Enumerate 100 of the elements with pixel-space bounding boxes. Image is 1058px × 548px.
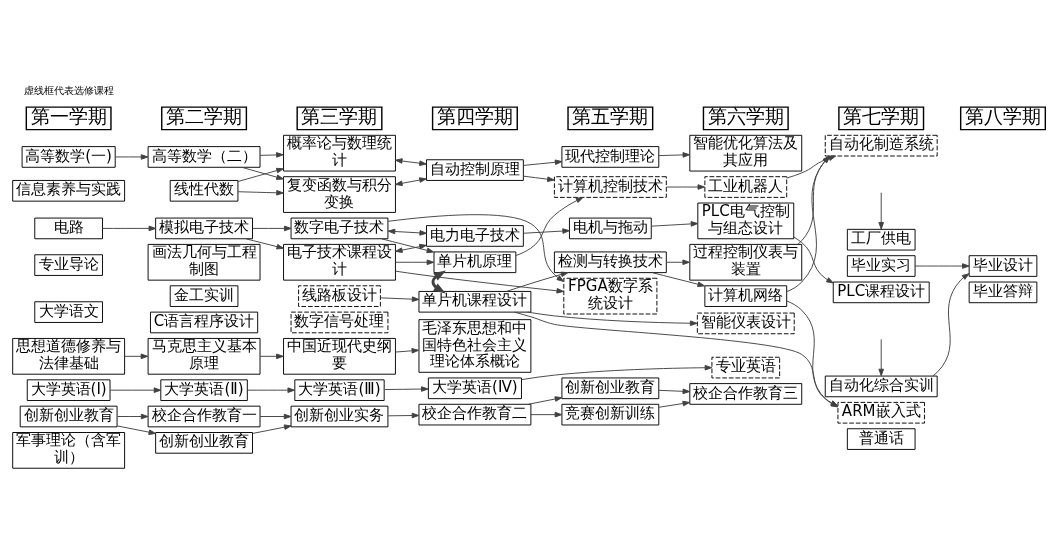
node-box: 毕业实习 [846,254,916,277]
arrow [652,271,705,287]
arrow [521,364,713,380]
node-box: 创新创业实务 [290,405,389,427]
node-box: 智能仪表设计 [696,312,795,334]
node-box: 毕业设计 [968,254,1038,277]
arrow [914,262,970,269]
node-box: 毛泽东思想和中国特色社会主义理论体系概论 [418,318,532,373]
arrow [878,338,884,376]
arrow [259,353,284,359]
arrow [245,237,284,249]
arrow [658,400,691,408]
node-box: 第二学期 [161,105,248,130]
node-box: 大学英语(Ⅲ) [294,378,385,401]
node-box: 计算机网络 [704,284,788,307]
node-box: PLC课程设计 [832,281,930,303]
node-box: 创新创业教育 [155,431,253,454]
node-box: 过程控制仪表与装置 [689,243,803,281]
node-box: 第八学期 [959,105,1047,130]
node-box: FPGA数字系统设计 [563,277,658,314]
arrow [259,413,292,419]
arrow [237,167,284,182]
arrow [523,227,570,234]
arrow [381,237,435,253]
arrow [395,270,564,294]
arrow [528,395,563,405]
arrow [102,225,157,231]
node-box: 复变函数与积分变换 [283,175,396,213]
arrow [116,424,157,435]
node-box: 第一学期 [25,105,112,130]
node-box: 画法几何与工程制图 [147,243,261,281]
arrow [793,236,834,283]
node-box: 大学语文 [34,300,103,323]
node-box: 自动化综合实训 [824,375,938,397]
arrow [237,189,284,196]
arrow [124,353,149,359]
node-box: 竞赛创新训练 [561,403,660,425]
arrow [387,228,427,236]
node-box: 创新创业教育 [19,405,118,427]
arrow [395,243,427,253]
node-box: 普通话 [846,427,916,450]
node-box: 智能优化算法及其应用 [689,134,803,171]
node-box: 概率论与数理统计 [283,134,396,171]
arrow [387,412,420,418]
node-box: 专业导论 [34,253,103,276]
node-box: 高等数学(一) [21,145,116,168]
node-box: 现代控制理论 [561,145,660,168]
node-box: 电路 [34,217,103,239]
node-box: ARM嵌入式 [837,401,925,424]
arrow [116,413,149,419]
node-box: 电力电子技术 [426,224,524,247]
arrow [658,151,691,158]
arrow [252,225,292,231]
node-box: 专业英语 [711,356,781,378]
node-box: 创新创业教育 [561,376,660,399]
node-box: 大学英语(Ⅳ) [427,376,522,399]
node-box: 第三学期 [296,105,383,130]
node-box: 自动化制造系统 [824,134,938,156]
node-box: 大学英语(Ⅰ) [26,378,111,401]
arrow [247,386,295,393]
arrow [241,166,284,180]
arrow [395,347,420,354]
arrow [650,220,699,227]
node-box: 中国近现代史纲要 [283,337,396,375]
node-box: 单片机原理 [433,250,517,273]
node-box: 电机与拖动 [568,217,652,239]
arrow [523,159,563,166]
node-box: 电子技术课程设计 [283,243,396,281]
arrow [658,388,691,394]
arrow [530,411,563,417]
node-box: 第五学期 [567,105,654,130]
node-box: 军事理论（含军训） [12,431,126,469]
arrow [527,311,698,326]
node-box: 信息素养与实践 [12,179,126,202]
node-box: 线路板设计 [298,284,381,307]
node-box: PLC电气控制与组态设计 [697,202,795,239]
node-box: C语言程序设计 [150,311,259,333]
node-box: 第七学期 [838,105,925,130]
node-box: 校企合作教育二 [418,403,532,425]
node-box: 校企合作教育三 [689,382,803,405]
node-box: 线性代数 [169,179,239,202]
arrow [252,423,292,434]
arrow [109,386,162,393]
arrow [395,176,427,186]
node-box: 思想道德修养与法律基础 [12,337,126,375]
node-box: 模拟电子技术 [155,217,253,239]
node-box: 数字电子技术 [290,217,389,239]
node-box: 高等数学（二） [147,145,261,168]
node-box: 第四学期 [431,105,518,130]
node-box: 检测与转换技术 [553,250,667,273]
arrow [932,272,970,376]
node-box: 大学英语(Ⅱ) [160,378,248,401]
node-box: 金工实训 [169,284,239,307]
node-box: 数字信号处理 [290,311,389,333]
node-box: 工厂供电 [846,228,916,250]
arrow [665,183,706,190]
label: 虚线框代表选修课程 [23,83,114,96]
arrow [395,259,435,265]
arrow [523,175,555,182]
node-box: 自动控制原理 [426,158,524,181]
